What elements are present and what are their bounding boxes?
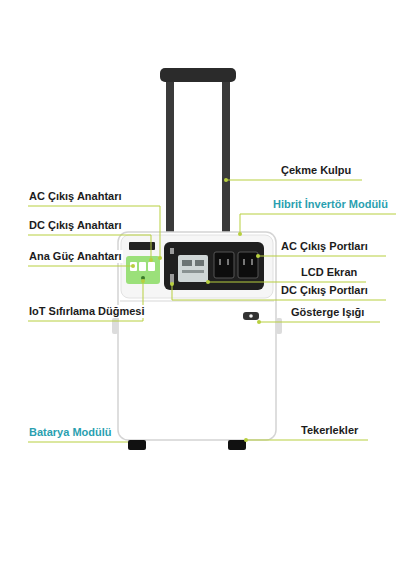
- ac-outlet: [214, 252, 234, 278]
- leader-lines: [28, 180, 396, 442]
- switch: [148, 262, 155, 271]
- lcd-segment: [182, 260, 192, 266]
- lcd-segment: [182, 270, 204, 273]
- side-latch: [276, 318, 282, 334]
- leader-dots: [131, 178, 261, 442]
- callout-label: Ana Güç Anahtarı: [28, 250, 123, 263]
- callout-label: LCD Ekran: [300, 266, 358, 279]
- callout-label: Hibrit İnvertör Modülü: [272, 198, 389, 211]
- side-latch: [112, 318, 118, 334]
- leader-line: [208, 282, 366, 283]
- inverter-module: [121, 235, 273, 298]
- leader-dot: [238, 232, 242, 236]
- callout-label: Gösterge Işığı: [290, 306, 365, 319]
- callout-label: Tekerlekler: [300, 424, 359, 437]
- leader-dot: [257, 320, 261, 324]
- leader-line: [246, 440, 368, 441]
- handle-bar: [222, 80, 230, 234]
- leader-line: [28, 442, 128, 443]
- handle-grip: [160, 68, 236, 82]
- wheel: [128, 440, 146, 450]
- leader-dot: [224, 178, 228, 182]
- leader-dot: [170, 282, 174, 286]
- leader-dot: [131, 264, 135, 268]
- socket-slot: [219, 259, 221, 265]
- switch: [139, 262, 146, 271]
- socket-slot: [227, 259, 229, 265]
- leader-dot: [244, 438, 248, 442]
- ac-outlet: [238, 252, 258, 278]
- socket-slot: [243, 259, 245, 265]
- lcd-screen: [178, 255, 208, 282]
- indicator-dot: [249, 314, 253, 318]
- leader-line: [28, 266, 133, 267]
- callout-label: Çekme Kulpu: [280, 164, 352, 177]
- leader-dot: [141, 279, 145, 283]
- device-body: [118, 232, 276, 440]
- switch-strip: [126, 256, 160, 284]
- callout-label: DC Çıkış Portları: [280, 284, 369, 297]
- callout-label: IoT Sıfırlama Düğmesi: [28, 305, 146, 318]
- callout-label: DC Çıkış Anahtarı: [28, 219, 123, 232]
- leader-line: [226, 180, 362, 181]
- leader-line: [172, 284, 386, 300]
- callout-label: AC Çıkış Anahtarı: [28, 190, 123, 203]
- socket-slot: [251, 259, 253, 265]
- handle-bar: [166, 80, 174, 234]
- leader-line: [259, 322, 380, 323]
- leader-dot: [206, 280, 210, 284]
- wheel: [228, 440, 246, 450]
- leader-dot: [158, 256, 162, 260]
- callout-label: Batarya Modülü: [28, 426, 113, 439]
- dc-port: [170, 248, 174, 254]
- leader-line: [240, 214, 396, 234]
- indicator-light: [243, 312, 259, 320]
- leader-line: [258, 256, 386, 257]
- callout-label: AC Çıkış Portları: [280, 240, 369, 253]
- leader-dot: [149, 258, 153, 262]
- control-panel: [164, 242, 264, 290]
- leader-dot: [256, 254, 260, 258]
- lcd-segment: [195, 260, 204, 266]
